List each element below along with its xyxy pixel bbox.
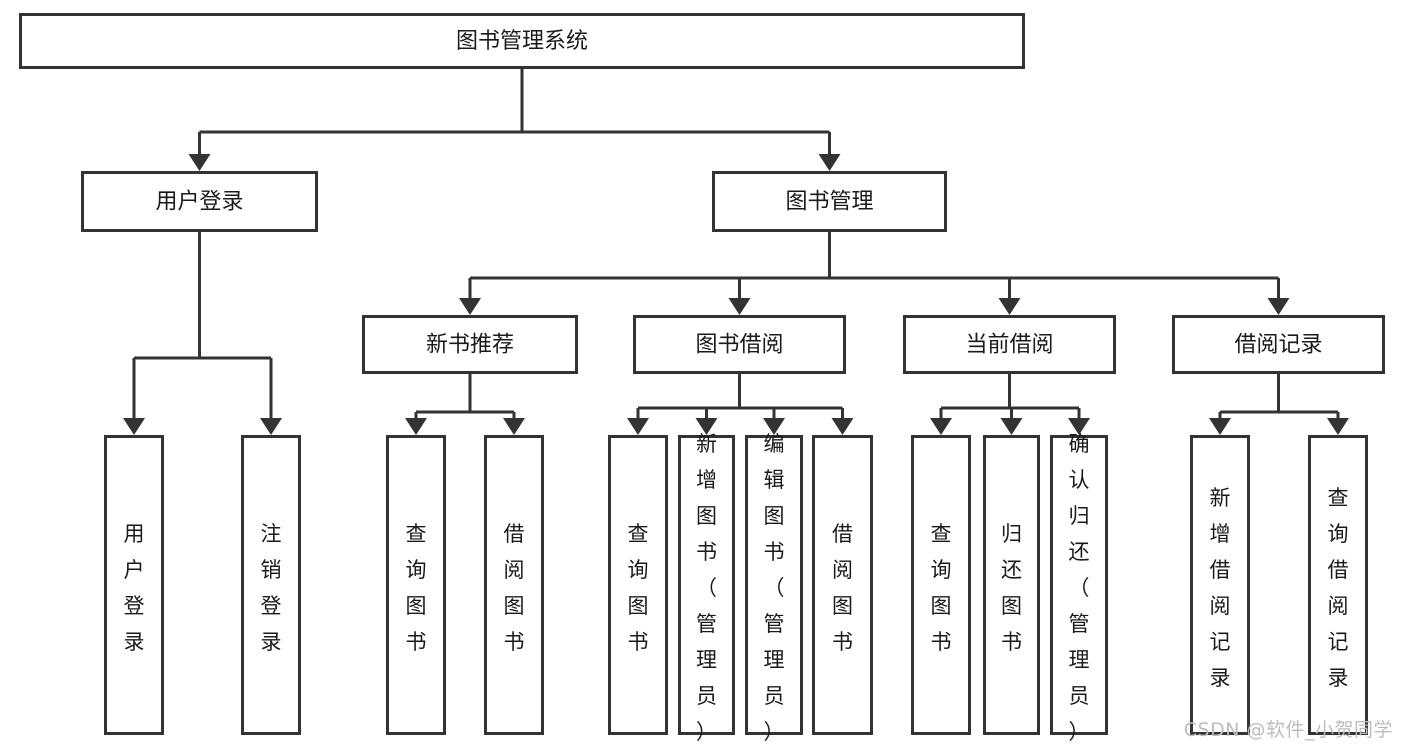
node-label-book-borrow: 图书借阅 [695,333,783,358]
node-label-current-borrow: 当前借阅 [965,333,1053,358]
node-new-book-recommend[interactable]: 新书推荐 [362,315,578,374]
node-label-leaf-query-book-1: 查询图书 [406,522,427,654]
node-label-leaf-user-login: 用户登录 [124,522,145,654]
edges-layer [123,69,1349,435]
node-label-user-login: 用户登录 [155,190,243,215]
node-box-leaf-query-book-3[interactable] [911,435,971,735]
node-label-leaf-edit-book: 编辑图书（管理员） [764,432,785,744]
node-leaf-edit-book[interactable]: 编辑图书（管理员） [745,432,803,744]
connector-group [930,374,1090,435]
connector-group [123,232,282,435]
node-box-leaf-user-login[interactable] [104,435,164,735]
node-label-leaf-return-book: 归还图书 [1001,522,1022,654]
node-label-leaf-borrow-book-1: 借阅图书 [504,522,525,654]
node-box-user-login[interactable] [81,171,318,232]
node-box-new-book-recommend[interactable] [362,315,578,374]
node-box-root[interactable] [19,13,1025,69]
node-label-leaf-add-book: 新增图书（管理员） [696,432,717,744]
connector-group [1209,374,1349,435]
node-box-leaf-return-book[interactable] [983,435,1040,735]
node-book-management[interactable]: 图书管理 [712,171,947,232]
node-label-leaf-logout: 注销登录 [261,522,282,654]
node-box-leaf-logout[interactable] [241,435,301,735]
node-root[interactable]: 图书管理系统 [19,13,1025,69]
node-leaf-return-book[interactable]: 归还图书 [983,435,1040,735]
node-label-borrow-record: 借阅记录 [1234,333,1322,358]
node-box-book-management[interactable] [712,171,947,232]
node-label-leaf-borrow-book-2: 借阅图书 [832,522,853,654]
node-label-new-book-recommend: 新书推荐 [426,333,514,358]
node-box-leaf-confirm-return[interactable] [1050,435,1108,735]
node-box-leaf-add-book[interactable] [678,435,735,735]
node-box-leaf-query-record[interactable] [1308,435,1368,735]
node-box-leaf-add-record[interactable] [1190,435,1250,735]
node-box-leaf-query-book-2[interactable] [608,435,668,735]
node-box-leaf-borrow-book-2[interactable] [812,435,873,735]
node-box-leaf-borrow-book-1[interactable] [484,435,544,735]
node-label-leaf-add-record: 新增借阅记录 [1210,486,1231,690]
node-book-borrow[interactable]: 图书借阅 [633,315,846,374]
node-leaf-query-book-3[interactable]: 查询图书 [911,435,971,735]
nodes-layer: 图书管理系统用户登录图书管理新书推荐图书借阅当前借阅借阅记录用户登录注销登录查询… [19,13,1385,744]
node-box-borrow-record[interactable] [1172,315,1385,374]
node-label-leaf-query-record: 查询借阅记录 [1328,486,1349,690]
node-leaf-query-book-2[interactable]: 查询图书 [608,435,668,735]
node-leaf-user-login[interactable]: 用户登录 [104,435,164,735]
node-current-borrow[interactable]: 当前借阅 [903,315,1116,374]
node-label-leaf-query-book-3: 查询图书 [931,522,952,654]
node-label-leaf-confirm-return: 确认归还（管理员） [1069,432,1090,744]
connector-group [405,374,525,435]
node-label-root: 图书管理系统 [456,29,588,54]
node-leaf-query-book-1[interactable]: 查询图书 [386,435,446,735]
connector-group [459,232,1290,315]
node-leaf-confirm-return[interactable]: 确认归还（管理员） [1050,432,1108,744]
node-borrow-record[interactable]: 借阅记录 [1172,315,1385,374]
node-leaf-add-book[interactable]: 新增图书（管理员） [678,432,735,744]
node-box-leaf-query-book-1[interactable] [386,435,446,735]
node-box-leaf-edit-book[interactable] [745,435,803,735]
node-leaf-borrow-book-2[interactable]: 借阅图书 [812,435,873,735]
connector-group [627,374,854,435]
node-label-book-management: 图书管理 [785,190,873,215]
node-user-login[interactable]: 用户登录 [81,171,318,232]
node-label-leaf-query-book-2: 查询图书 [628,522,649,654]
node-box-current-borrow[interactable] [903,315,1116,374]
node-leaf-logout[interactable]: 注销登录 [241,435,301,735]
node-leaf-add-record[interactable]: 新增借阅记录 [1190,435,1250,735]
connector-group [188,69,841,171]
node-box-book-borrow[interactable] [633,315,846,374]
node-leaf-borrow-book-1[interactable]: 借阅图书 [484,435,544,735]
node-leaf-query-record[interactable]: 查询借阅记录 [1308,435,1368,735]
